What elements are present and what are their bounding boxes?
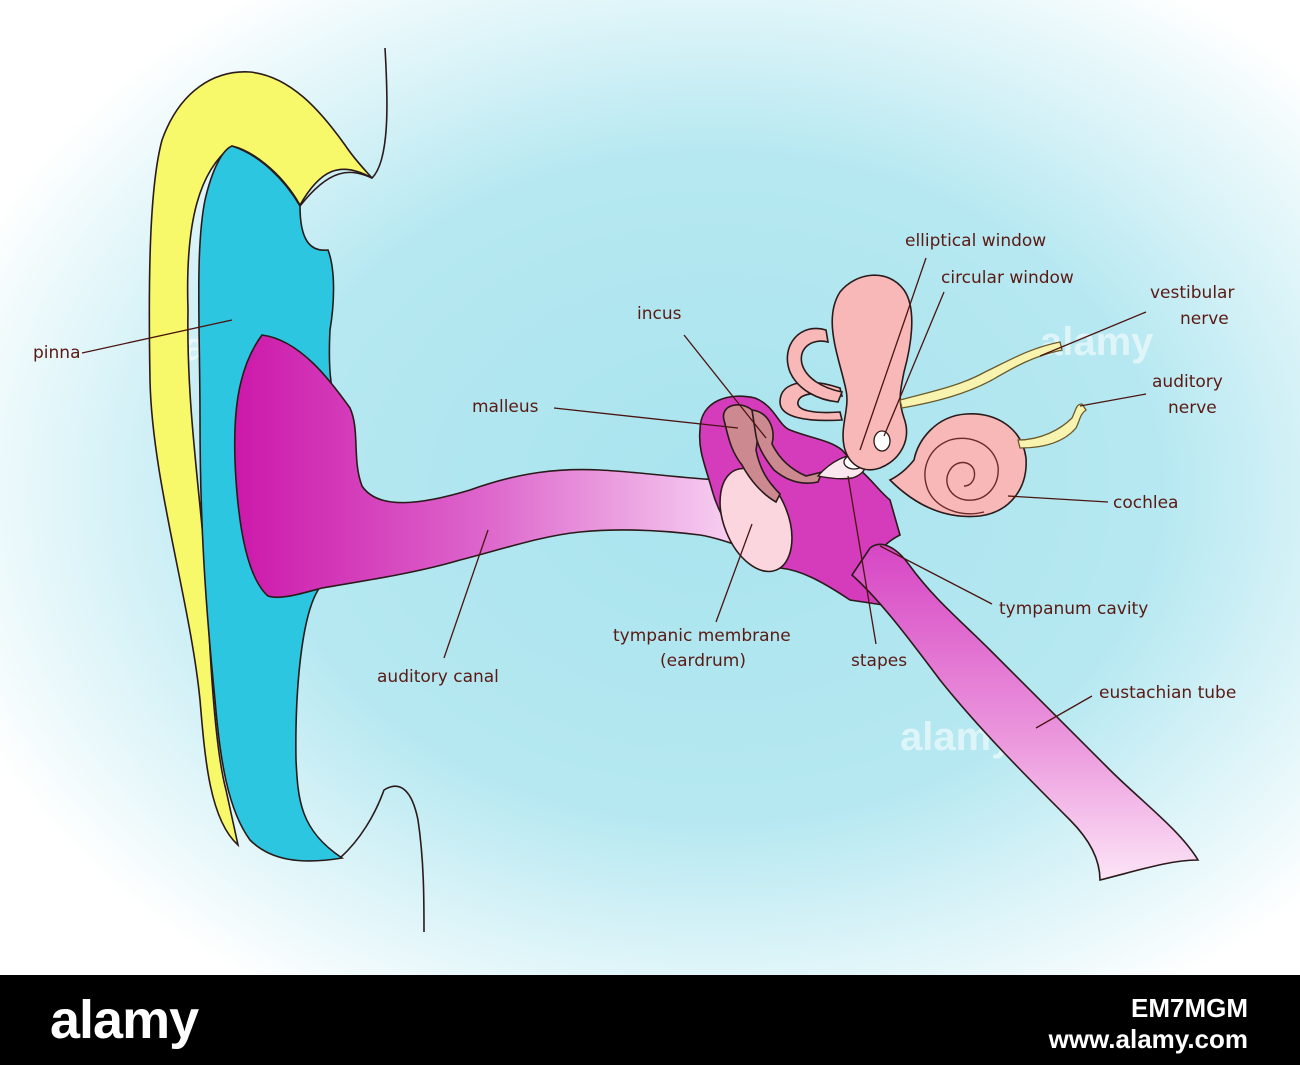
label-stapes: stapes <box>851 651 907 671</box>
cochlea-body <box>888 413 1027 518</box>
footer-info: EM7MGM www.alamy.com <box>1049 993 1248 1055</box>
leader-cochlea <box>1007 495 1109 503</box>
label-incus: incus <box>637 304 682 324</box>
vestibular-nerve <box>899 341 1063 409</box>
leader-incus <box>683 334 767 439</box>
pinna-outer <box>148 71 373 848</box>
leader-auditory-canal <box>443 529 489 659</box>
label-vestibular-nerve-line1: vestibular <box>1150 283 1234 303</box>
leader-vestibular-nerve <box>1039 311 1147 357</box>
label-malleus: malleus <box>472 397 539 417</box>
leader-auditory-nerve <box>1079 393 1147 407</box>
image-code: EM7MGM <box>1131 993 1248 1023</box>
eustachian-tube <box>850 543 1200 882</box>
label-auditory-canal: auditory canal <box>377 667 499 687</box>
label-elliptical-window: elliptical window <box>905 231 1046 251</box>
alamy-logo: alamy <box>50 990 199 1050</box>
leader-pinna <box>81 319 233 354</box>
stock-footer-bar: alamy EM7MGM www.alamy.com <box>0 975 1300 1065</box>
ear-anatomy-diagram: alamy alamy alamy alamy pinna incus <box>0 0 1300 975</box>
circular-window <box>873 430 891 452</box>
semicircular-canal-posterior <box>786 327 844 403</box>
vestibule <box>831 274 913 471</box>
cochlea-spiral <box>924 437 999 515</box>
label-pinna: pinna <box>33 343 80 363</box>
leader-tympanic-membrane <box>715 523 753 623</box>
malleus-bone <box>722 404 781 504</box>
label-auditory-nerve-line2: nerve <box>1168 398 1217 418</box>
label-auditory-nerve-line1: auditory <box>1152 372 1223 392</box>
label-tympanic-membrane-line1: tympanic membrane <box>613 626 791 646</box>
auditory-nerve <box>1017 403 1087 449</box>
leader-stapes <box>847 475 877 645</box>
leader-circular-window <box>883 291 945 437</box>
auditory-canal <box>233 334 791 599</box>
label-eustachian-tube: eustachian tube <box>1099 683 1236 703</box>
site-url: www.alamy.com <box>1048 1024 1248 1054</box>
label-circular-window: circular window <box>941 268 1074 288</box>
leader-malleus <box>553 407 739 429</box>
label-tympanum-cavity: tympanum cavity <box>999 599 1148 619</box>
label-cochlea: cochlea <box>1113 493 1178 513</box>
leader-elliptical-window <box>859 257 927 451</box>
leader-eustachian-tube <box>1035 695 1093 729</box>
skin-outline-bottom <box>339 785 425 933</box>
leader-tympanum-cavity <box>879 545 993 605</box>
label-tympanic-membrane-line2: (eardrum) <box>660 651 746 671</box>
label-vestibular-nerve-line2: nerve <box>1180 309 1229 329</box>
